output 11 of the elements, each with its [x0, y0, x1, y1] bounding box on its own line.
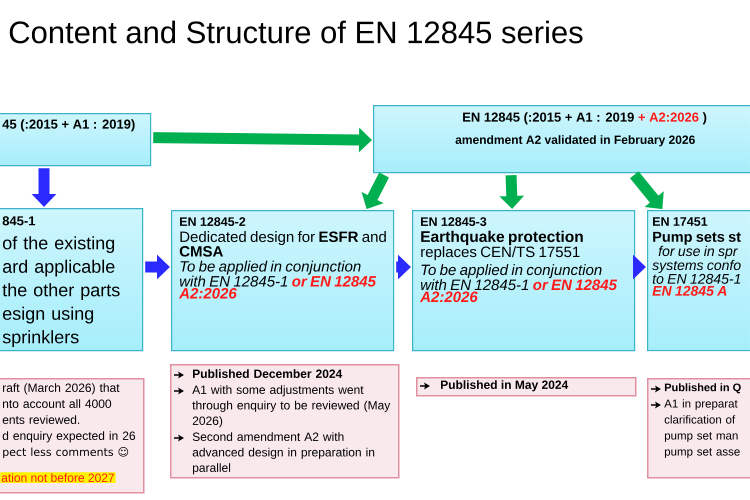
standard-box: EN 12845 (:2015 + A1 : 2019 + A2:2026 ) amendment A2 validated in February 2026 [373, 105, 750, 174]
standard-box: 45 (:2015 + A1 : 2019) [0, 113, 152, 166]
note-box: Published in Q A1 in preparat clarification of pump set man pump set asse [647, 378, 750, 478]
title: Content and Structure of EN 12845 series [10, 20, 583, 44]
part-box: EN 17451 Pump sets st for use in spr systems confo to EN 12845-1 EN 12845 A [647, 210, 750, 352]
note-box: Published December 2024 A1 with some adjustments went through enquiry to be reviewed (May 2026) Second amendment A2 with advanced design in preparation in parallel [170, 364, 400, 478]
note-box: raft (March 2026) that nto account all 4000 ents reviewed. d enquiry expected in 26 pect less comments ☺ ation not before 2027 [0, 378, 144, 494]
part-box: EN 12845-2 Dedicated design for ESFR and CMSA To be applied in conjunction with EN 12845-1 or EN 12845 A2:2026 [171, 210, 394, 352]
note-box: Published in May 2024 [416, 377, 636, 396]
part-box: EN 12845-3 Earthquake protection replaces CEN/TS 17551 To be applied in conjunction with EN 12845-1 or EN 12845 A2:2026 [412, 210, 636, 352]
part-box: 845-1 of the existing ard applicable the other parts esign using sprinklers [0, 208, 144, 352]
